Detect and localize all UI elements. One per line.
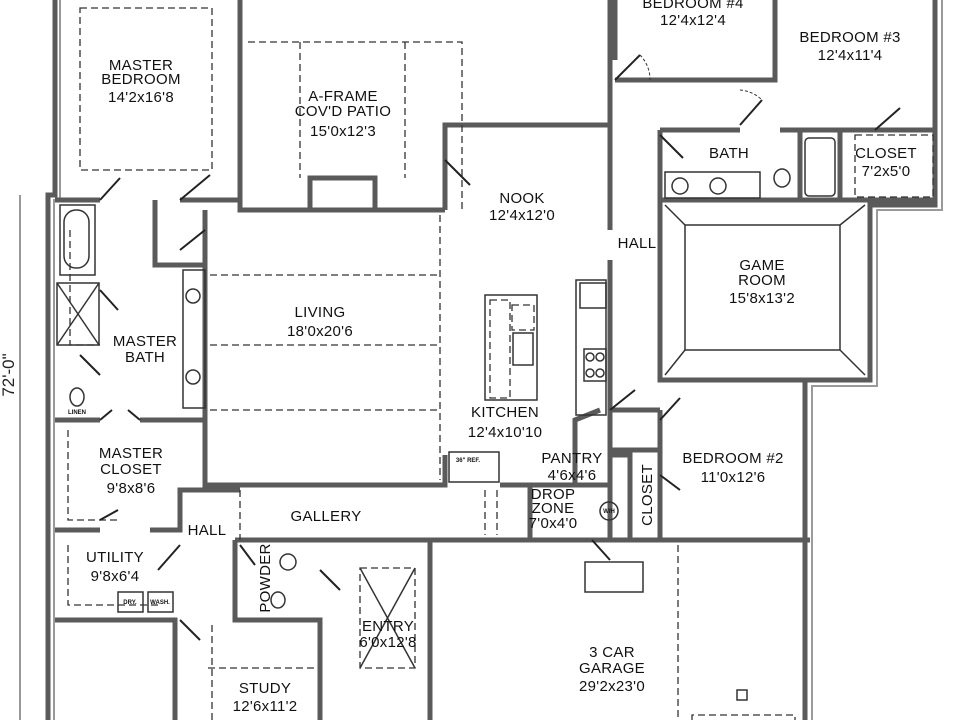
game-room-label: GAME	[739, 257, 784, 274]
master-tub-icon	[59, 204, 96, 276]
study-label: STUDY	[239, 680, 291, 697]
master-vanity	[182, 269, 206, 409]
nook-label: NOOK	[499, 190, 544, 207]
master-closet-label: CLOSET	[100, 461, 162, 478]
kitchen-label: KITCHEN	[471, 404, 539, 421]
toilet-icon	[773, 168, 791, 188]
dishwasher-icon	[511, 304, 535, 331]
hall-label: HALL	[188, 522, 227, 539]
closet-size: 7'2x5'0	[862, 163, 911, 180]
room-labels: MASTER BEDROOM 14'2x16'8 A-FRAME COV'D P…	[86, 0, 917, 715]
hall-label: HALL	[618, 235, 657, 252]
water-heater-label: W/H	[603, 509, 615, 515]
entry-label: ENTRY	[362, 618, 414, 635]
living-label: LIVING	[295, 304, 346, 321]
study-size: 12'6x11'2	[233, 698, 298, 715]
bath-vanity	[664, 171, 761, 199]
tub-icon	[804, 137, 836, 197]
drop-zone-label: ZONE	[532, 500, 575, 517]
pantry-size: 4'6x4'6	[548, 467, 597, 484]
linen-label: LINEN	[68, 410, 86, 416]
sink-icon	[512, 332, 534, 366]
bath-label: BATH	[709, 145, 749, 162]
living-size: 18'0x20'6	[287, 323, 353, 340]
interior-walls	[55, 0, 935, 720]
kitchen-size: 12'4x10'10	[468, 424, 543, 441]
game-room-label: ROOM	[738, 272, 786, 289]
toilet-icon	[69, 387, 85, 407]
entry-size: 6'0x12'8	[359, 634, 416, 651]
bedroom-2-label: BEDROOM #2	[682, 450, 783, 467]
master-bedroom-size: 14'2x16'8	[108, 89, 174, 106]
garage-size: 29'2x23'0	[579, 678, 645, 695]
gallery-label: GALLERY	[290, 508, 361, 525]
garage-step	[584, 561, 644, 593]
toilet-icon	[270, 591, 286, 609]
utility-size: 9'8x6'4	[91, 568, 140, 585]
powder-label: POWDER	[257, 543, 274, 612]
dashed-lines	[67, 7, 866, 720]
master-bath-label: MASTER	[113, 333, 177, 350]
bedroom-2-size: 11'0x12'6	[701, 469, 766, 486]
drop-zone-size: 7'0x4'0	[529, 515, 578, 532]
water-heater-icon	[599, 501, 619, 521]
patio-label: COV'D PATIO	[295, 103, 391, 120]
garage-label: 3 CAR	[589, 644, 635, 661]
master-bedroom-label: BEDROOM	[101, 71, 181, 88]
master-closet-label: MASTER	[99, 445, 163, 462]
sink-icon	[279, 553, 297, 571]
master-bedroom-label: MASTER	[109, 57, 173, 74]
closet-label: CLOSET	[855, 145, 917, 162]
nook-size: 12'4x12'0	[489, 207, 555, 224]
kitchen-cabinets	[448, 279, 644, 593]
kitchen-island	[484, 294, 538, 401]
dryer-label: DRY.	[123, 600, 137, 606]
bedroom-4-size: 12'4x12'4	[660, 12, 726, 29]
bedroom-3-size: 12'4x11'4	[818, 47, 883, 64]
washer-icon	[147, 591, 174, 613]
drop-zone-label: DROP	[531, 486, 576, 503]
fixture-labels: 36" REF. W/H LINEN DRY. WASH.	[68, 410, 615, 606]
refrigerator-icon	[448, 451, 500, 483]
utility-label: UTILITY	[86, 549, 144, 566]
oven-icon	[579, 282, 607, 309]
bedroom-3-label: BEDROOM #3	[799, 29, 900, 46]
pantry-label: PANTRY	[541, 450, 602, 467]
overall-dimension: 72'-0"	[0, 353, 18, 396]
exterior-walls	[45, 0, 943, 720]
master-bath-label: BATH	[125, 349, 165, 366]
sink-icon	[185, 288, 201, 304]
garage-label: GARAGE	[579, 660, 645, 677]
dryer-icon	[117, 591, 144, 613]
counter	[575, 279, 607, 416]
patio-label: A-FRAME	[308, 88, 378, 105]
shower-icon	[56, 282, 100, 346]
sink-icon	[185, 369, 201, 385]
doors	[79, 54, 901, 641]
washer-label: WASH.	[150, 600, 170, 606]
master-closet-size: 9'8x8'6	[107, 480, 156, 497]
patio-size: 15'0x12'3	[310, 123, 376, 140]
cooktop-icon	[583, 348, 607, 382]
closet-label: CLOSET	[639, 464, 656, 526]
bath-fixtures	[56, 134, 934, 613]
game-room-size: 15'8x13'2	[729, 290, 795, 307]
refrigerator-label: 36" REF.	[456, 458, 481, 464]
bedroom-4-label: BEDROOM #4	[642, 0, 743, 12]
